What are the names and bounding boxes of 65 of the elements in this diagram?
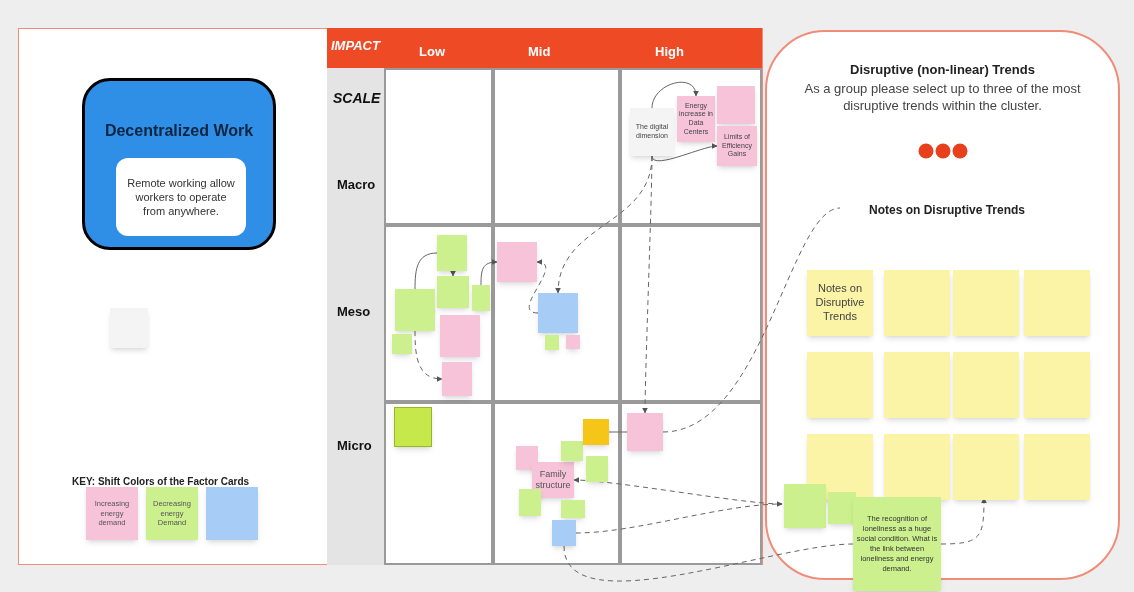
sticky-note [472,285,490,311]
sticky-note [884,434,950,500]
arrow [651,81,699,109]
sticky-note [561,441,583,461]
arrow [642,155,653,414]
sticky-note [110,308,148,348]
sticky-note [1024,352,1090,418]
key-title: KEY: Shift Colors of the Factor Cards [72,475,250,489]
connector-line [414,252,438,290]
sticky-note [552,520,576,546]
sticky-note [717,86,755,124]
arrow [480,259,498,286]
axis-title: SCALE [333,89,381,108]
row-header: Meso [337,303,371,321]
column-header: Mid [528,43,551,61]
connector-line [608,431,628,433]
description-card: Remote working allow workers to operate from anywhere. [116,158,246,236]
sticky-note [442,362,472,396]
sticky-note [627,413,663,451]
topic-card [82,78,276,250]
sticky-note [437,276,469,308]
sticky-note [437,235,467,271]
sticky-note [519,489,541,516]
sticky-note [561,500,585,518]
sticky-note [394,407,432,447]
sticky-note [828,492,856,524]
sticky-note [566,335,580,349]
axis-title: IMPACT [331,37,380,55]
sticky-note [440,315,480,357]
sticky-note: Family structure [532,462,574,498]
trends-panel [765,30,1120,580]
sticky-note [583,419,609,445]
sticky-note: Notes on Disruptive Trends [807,270,873,336]
column-header: High [655,43,684,61]
sticky-note [1024,434,1090,500]
sticky-note [392,334,412,354]
sticky-note [497,242,537,282]
connector-line [662,207,841,433]
sticky-note [884,270,950,336]
sticky-note [395,289,435,331]
sticky-note [545,335,559,350]
sticky-note [953,270,1019,336]
sticky-note [953,352,1019,418]
sticky-note [516,446,538,470]
arrow [528,259,547,314]
card-title: Decentralized Work [104,121,254,141]
section-heading: Notes on Disruptive Trends [842,200,1052,220]
arrow [651,143,718,162]
sticky-note [1024,270,1090,336]
sticky-note [538,293,578,333]
row-header: Macro [337,176,376,194]
connector-line [563,543,854,582]
sticky-note [953,434,1019,500]
column-header: Low [419,43,445,61]
sticky-note [807,352,873,418]
sticky-note [586,456,608,482]
row-header: Micro [337,437,372,455]
sticky-note [884,352,950,418]
arrow [575,501,783,534]
panel-title: Disruptive (non-linear) Trends [850,61,1035,79]
arrow [414,330,443,382]
sticky-note [784,484,826,528]
sticky-note [206,487,258,540]
arrow [449,270,456,277]
instruction-text: As a group please select up to three of the most disruptive trends within the cluster. [803,79,1082,115]
